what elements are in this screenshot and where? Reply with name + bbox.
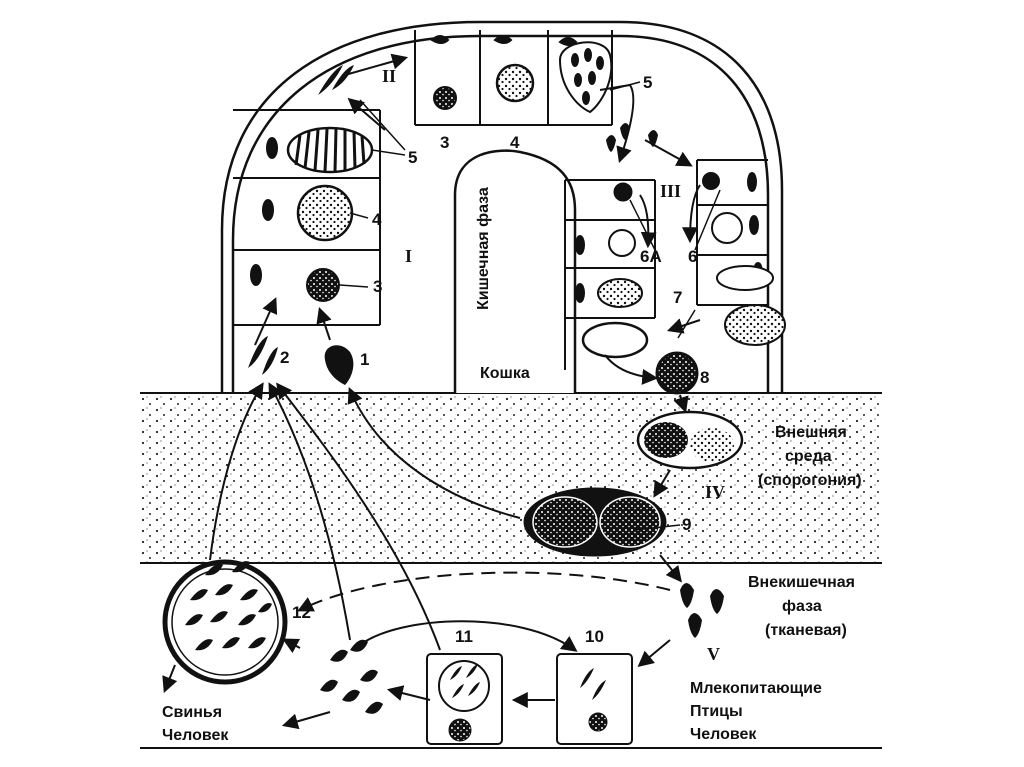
label-stage-9: 9 xyxy=(682,515,691,534)
label-host-human-right: Человек xyxy=(690,726,757,743)
trophozoite-stage-3-left xyxy=(306,268,340,302)
label-intestinal-phase: Кишечная фаза xyxy=(475,187,492,310)
tissue-cyst-stage-12 xyxy=(162,559,288,685)
label-stage-1: 1 xyxy=(360,350,369,369)
gamont-6a-stage-1 xyxy=(613,182,633,202)
schizont-stage-5-top xyxy=(558,41,613,114)
oocyst-stage-8 xyxy=(655,351,699,395)
merozoites-stage-2 xyxy=(248,336,278,375)
label-host-human-left: Человек xyxy=(162,727,229,744)
label-stage-5-left: 5 xyxy=(408,148,417,167)
schizont-stage-4-left xyxy=(296,184,354,242)
merozoites-released-right xyxy=(606,123,658,152)
label-phase-iv: IV xyxy=(705,482,725,502)
label-stage-6a: 6A xyxy=(640,247,662,266)
label-phase-ii: II xyxy=(382,66,396,86)
label-extraintestinal-3: (тканевая) xyxy=(765,622,847,639)
label-environment-1: Внешняя xyxy=(775,424,847,441)
sporulating-oocyst-left-sporocyst xyxy=(644,422,688,458)
label-host-birds: Птицы xyxy=(690,703,743,720)
trophozoite-stage-3-top xyxy=(433,86,457,110)
label-stage-2: 2 xyxy=(280,348,289,367)
microgamont-6 xyxy=(716,265,774,291)
tissue-cell-stage-11 xyxy=(426,653,503,745)
label-environment-2: среда xyxy=(785,448,832,465)
gamont-6a-stage-2 xyxy=(608,229,636,257)
label-stage-4-left: 4 xyxy=(372,210,382,229)
sporozoite-stage-1 xyxy=(324,345,354,385)
external-environment-band xyxy=(140,392,882,749)
merozoites-released-left xyxy=(318,65,354,95)
label-host-mammals: Млекопитающие xyxy=(690,680,822,697)
label-stage-6: 6 xyxy=(688,247,697,266)
sporocyst-right xyxy=(599,496,661,548)
label-phase-i: I xyxy=(405,246,412,266)
bradyzoites-released xyxy=(320,639,383,714)
label-host-pig: Свинья xyxy=(162,704,222,721)
top-epithelial-cells xyxy=(414,30,613,126)
label-environment-3: (спорогония) xyxy=(758,472,862,489)
label-phase-v: V xyxy=(707,644,720,664)
intestinal-villus xyxy=(220,20,784,393)
label-stage-10: 10 xyxy=(585,627,604,646)
left-epithelial-cells xyxy=(233,109,381,326)
schizont-stage-5-left xyxy=(286,126,374,174)
tissue-cell-stage-10 xyxy=(556,653,633,745)
label-extraintestinal-1: Внекишечная xyxy=(748,574,855,591)
label-stage-5-top: 5 xyxy=(643,73,652,92)
label-stage-11: 11 xyxy=(455,627,473,646)
schizont-stage-4-top xyxy=(495,63,535,103)
microgamont-6-mature xyxy=(724,304,786,346)
tachyzoites-stage-v xyxy=(680,583,724,638)
label-stage-8: 8 xyxy=(700,368,709,387)
label-stage-4-top: 4 xyxy=(510,133,520,152)
label-stage-7: 7 xyxy=(673,288,682,307)
label-stage-3-left: 3 xyxy=(373,277,382,296)
macrogamete-6a xyxy=(581,321,649,359)
gamont-6-stage-2 xyxy=(711,212,743,244)
sporulating-oocyst-right-sporocyst xyxy=(690,428,734,462)
label-phase-iii: III xyxy=(660,181,681,201)
dashed-return-arrow xyxy=(297,571,671,612)
cycle-arrows xyxy=(162,53,701,730)
gamont-6a-stage-3 xyxy=(597,278,643,308)
label-stage-12: 12 xyxy=(292,603,311,622)
label-cat: Кошка xyxy=(480,365,530,382)
gamont-6-stage-1 xyxy=(702,172,720,190)
sporocyst-left xyxy=(532,496,598,548)
pointer-lines xyxy=(339,81,721,531)
label-stage-3-top: 3 xyxy=(440,133,449,152)
label-extraintestinal-2: фаза xyxy=(782,598,822,615)
